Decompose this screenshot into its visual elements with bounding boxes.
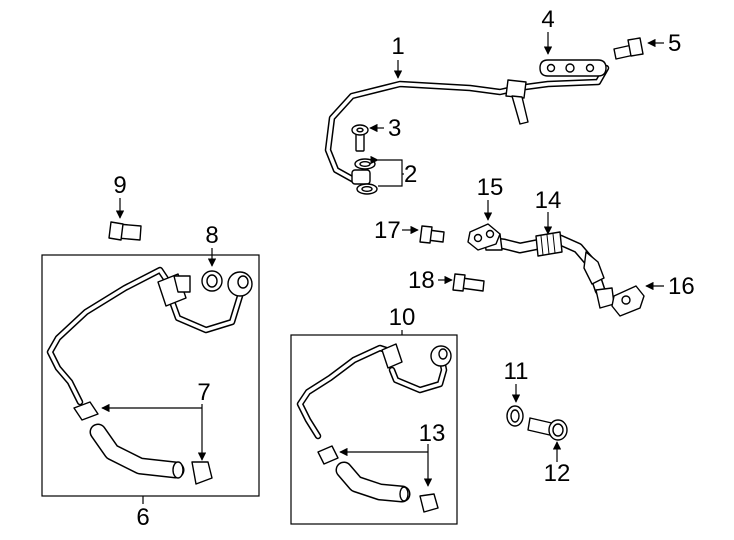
callout-5: 5 <box>668 30 681 57</box>
callout-2: 2 <box>404 161 417 188</box>
callout-6: 6 <box>136 504 149 531</box>
gasket-part-16 <box>611 285 645 317</box>
flange-gasket-part-15 <box>467 223 501 251</box>
bolt-part-17 <box>419 225 445 244</box>
kit-box-part-10 <box>290 334 458 525</box>
callout-4: 4 <box>541 6 554 33</box>
callout-7: 7 <box>197 379 210 406</box>
kit-box-part-6 <box>41 254 260 497</box>
callout-18: 18 <box>408 267 435 294</box>
flex-pipe-part-14 <box>482 231 615 309</box>
leader-2 <box>378 159 403 187</box>
callout-8: 8 <box>205 222 218 249</box>
callout-16: 16 <box>668 273 695 300</box>
bolt-part-12 <box>527 417 568 441</box>
banjo-fitting <box>351 169 371 185</box>
washers-part-2 <box>354 158 378 195</box>
oil-return-line-part-6 <box>46 266 253 485</box>
bolt-part-5 <box>613 37 644 60</box>
callout-11: 11 <box>504 358 529 385</box>
bolt-part-18 <box>452 273 485 292</box>
leader-lines <box>101 32 664 504</box>
callout-17: 17 <box>374 217 401 244</box>
callout-3: 3 <box>388 115 401 142</box>
callout-10: 10 <box>389 304 416 331</box>
callout-12: 12 <box>544 460 571 487</box>
callout-15: 15 <box>477 174 504 201</box>
callout-14: 14 <box>535 187 562 214</box>
callout-13: 13 <box>419 420 446 447</box>
o-ring-part-8 <box>201 270 223 292</box>
oil-feed-line-part-1 <box>324 64 610 185</box>
seal-ring-part-11 <box>506 405 524 427</box>
callout-9: 9 <box>113 172 126 199</box>
gasket-part-4 <box>539 59 607 77</box>
bolt-part-9 <box>108 221 142 241</box>
callout-1: 1 <box>391 33 404 60</box>
oil-return-line-part-10 <box>296 343 452 513</box>
banjo-bolt-part-3 <box>351 124 369 152</box>
